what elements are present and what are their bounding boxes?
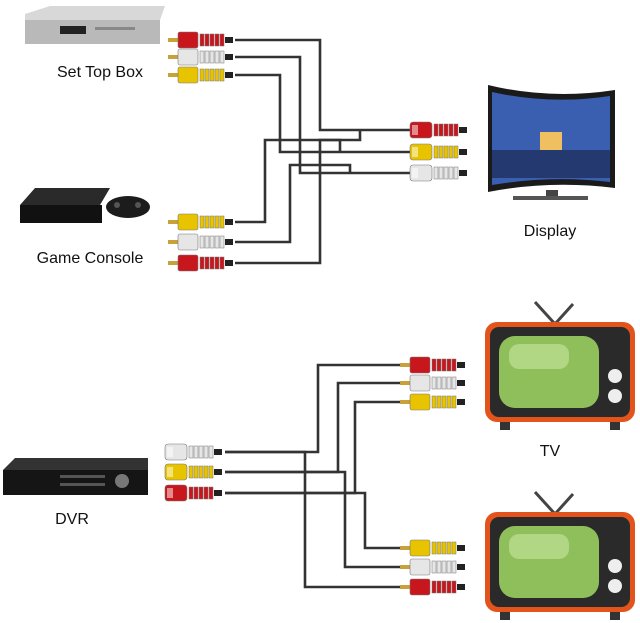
- cable: [235, 38, 412, 132]
- retro-tv-icon: [485, 490, 635, 620]
- red-rca-male-plug: [168, 254, 233, 272]
- cables: [225, 38, 412, 589]
- yellow-rca-male-plug: [400, 393, 465, 411]
- white-rca-male-plug: [168, 233, 233, 251]
- cable: [235, 138, 342, 224]
- cable: [225, 400, 402, 495]
- red-rca-male-plug: [400, 578, 465, 596]
- tv-label: TV: [540, 443, 561, 460]
- dvr-label: DVR: [55, 511, 89, 528]
- red-rca-male-plug: [168, 31, 233, 49]
- white-rca-female-plug: [409, 164, 467, 182]
- cable: [225, 450, 402, 589]
- cable: [225, 381, 402, 474]
- game-console-icon: [20, 188, 150, 223]
- red-rca-female-plug: [409, 121, 467, 139]
- white-rca-female-plug: [164, 443, 222, 461]
- yellow-rca-male-plug: [168, 213, 233, 231]
- yellow-rca-female-plug: [164, 463, 222, 481]
- plugs: [164, 31, 467, 596]
- game-console-label: Game Console: [37, 250, 144, 267]
- cable: [225, 470, 402, 569]
- yellow-rca-female-plug: [409, 143, 467, 161]
- tvs: [485, 300, 635, 620]
- white-rca-male-plug: [400, 374, 465, 392]
- yellow-rca-male-plug: [400, 539, 465, 557]
- cable: [235, 163, 352, 244]
- cable: [235, 55, 412, 175]
- cable: [235, 73, 412, 154]
- yellow-rca-male-plug: [168, 66, 233, 84]
- cable: [235, 130, 362, 265]
- cable: [225, 363, 402, 454]
- cable: [225, 491, 402, 550]
- set-top-box-icon: [25, 6, 165, 44]
- red-rca-male-plug: [400, 356, 465, 374]
- dvr-icon: [3, 458, 148, 495]
- set-top-box-label: Set Top Box: [57, 64, 143, 81]
- display-icon: [488, 85, 615, 200]
- display-label: Display: [524, 223, 576, 240]
- white-rca-male-plug: [168, 48, 233, 66]
- retro-tv-icon: [485, 300, 635, 430]
- red-rca-female-plug: [164, 484, 222, 502]
- white-rca-male-plug: [400, 558, 465, 576]
